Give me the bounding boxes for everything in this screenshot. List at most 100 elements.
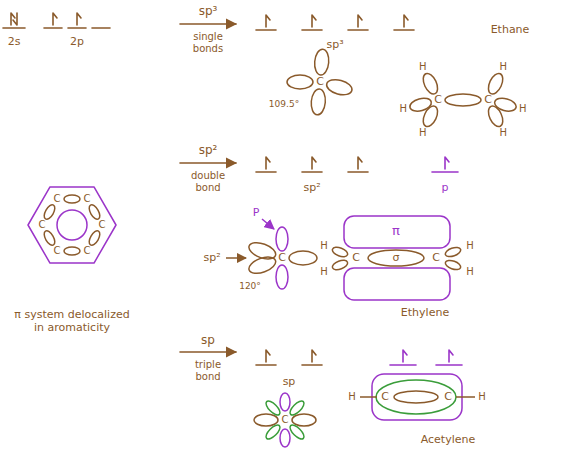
orbital-boxes: [180, 351, 236, 353]
atom-label: C: [84, 245, 91, 257]
orbital-boxes: [394, 29, 414, 31]
orbital-boxes: [266, 157, 270, 169]
sp-orbitals: [264, 423, 282, 441]
ethylene-orbitals: [444, 246, 462, 259]
atom-label: H: [419, 127, 427, 139]
ethane-orbitals: [486, 104, 506, 129]
sp2-orbitals: [289, 251, 317, 265]
atom-label: H: [499, 62, 507, 74]
ethylene-orbitals: [344, 268, 450, 300]
orbital-label: p: [442, 182, 449, 195]
atom-label: C: [282, 414, 289, 426]
benzene-orbitals: [42, 229, 57, 247]
molecule-name: Acetylene: [421, 434, 476, 447]
orbital-label: P: [253, 207, 260, 220]
ethylene-orbitals: [344, 216, 450, 248]
atom-label: H: [478, 391, 486, 403]
p-orbital-boxes: [436, 364, 462, 366]
benzene-orbitals: [87, 229, 102, 247]
orbital-boxes: [180, 23, 236, 25]
arrow-label: single bonds: [182, 31, 234, 54]
orbital-label: sp³: [326, 39, 343, 52]
orbital-boxes: [256, 29, 276, 31]
bond-label: π: [392, 224, 400, 239]
benzene-orbitals: [28, 187, 116, 263]
orbital-label: sp²: [203, 252, 220, 265]
molecule-name: Ethylene: [401, 307, 449, 320]
angle-label: 120°: [239, 281, 261, 291]
atom-label: C: [381, 391, 389, 404]
ethylene-orbitals: [444, 259, 462, 272]
atom-label: H: [399, 104, 407, 116]
sp-orbitals: [280, 429, 290, 447]
atom-label: H: [466, 266, 474, 278]
sp2-orbitals: [276, 227, 288, 251]
ethane-orbitals: [493, 96, 517, 113]
orbital-boxes: [77, 13, 81, 25]
benzene-orbitals: [64, 247, 80, 255]
atom-label: C: [39, 219, 46, 231]
atom-label: H: [320, 240, 328, 252]
acetylene-orbitals: [456, 396, 475, 398]
p-orbital-boxes: [390, 157, 462, 365]
ethylene-orbitals: [331, 216, 462, 300]
atom-label: C: [99, 219, 106, 231]
orbital-boxes: [266, 15, 270, 27]
orbital-boxes: [302, 29, 322, 31]
ethane-orbitals: [420, 104, 440, 129]
note: π system delocalized in aromaticity: [10, 309, 134, 334]
sp-orbitals: [288, 399, 306, 417]
orbital-boxes: [312, 350, 316, 362]
sp-orbitals: [264, 399, 282, 417]
molecule-name: Ethane: [491, 24, 530, 37]
atom-label: H: [466, 240, 474, 252]
ethylene-orbitals: [331, 258, 349, 271]
orbital-boxes: [358, 15, 362, 27]
orbital-label: 2p: [70, 36, 84, 49]
atom-label: C: [484, 94, 492, 107]
benzene-orbitals: [28, 187, 116, 263]
orbital-boxes: [256, 364, 276, 366]
sp2-orbitals: [276, 265, 288, 289]
sp2-orbitals: [247, 239, 278, 262]
orbital-boxes: [92, 27, 110, 29]
orbital-label: sp: [283, 376, 296, 389]
arrow-label: sp²: [199, 144, 218, 158]
acetylene-orbitals: [394, 391, 438, 403]
orbital-boxes: [266, 350, 270, 362]
sp2-orbitals: [226, 257, 246, 259]
arrow-label: sp: [201, 334, 215, 348]
atom-label: C: [84, 193, 91, 205]
orbital-boxes: [256, 171, 276, 173]
arrow-label: triple bond: [182, 359, 234, 382]
orbital-boxes: [180, 162, 236, 164]
atom-label: H: [519, 104, 527, 116]
atom-label: H: [320, 266, 328, 278]
atom-label: C: [432, 252, 440, 265]
sp-orbitals: [254, 414, 278, 426]
sp3-orbitals: [287, 75, 313, 89]
orbital-boxes: [404, 15, 408, 27]
benzene-orbitals: [64, 195, 80, 203]
atom-label: C: [444, 391, 452, 404]
orbital-boxes: [358, 157, 362, 169]
orbital-boxes: [3, 13, 414, 365]
atom-label: C: [352, 252, 360, 265]
sp3-orbitals: [314, 49, 330, 76]
orbital-boxes: [302, 171, 322, 173]
atom-label: C: [54, 193, 61, 205]
ethane-orbitals: [420, 71, 440, 96]
atom-label: C: [54, 245, 61, 257]
orbital-boxes: [11, 13, 15, 25]
acetylene-orbitals: [360, 396, 377, 398]
acetylene-orbitals: [372, 374, 462, 420]
ethane-orbitals: [445, 94, 481, 106]
atom-label: H: [419, 62, 427, 74]
p-orbital-boxes: [445, 157, 449, 169]
orbital-boxes: [312, 15, 316, 27]
acetylene-orbitals: [376, 380, 456, 414]
ethylene-orbitals: [368, 250, 424, 266]
angle-label: 109.5°: [269, 99, 299, 109]
